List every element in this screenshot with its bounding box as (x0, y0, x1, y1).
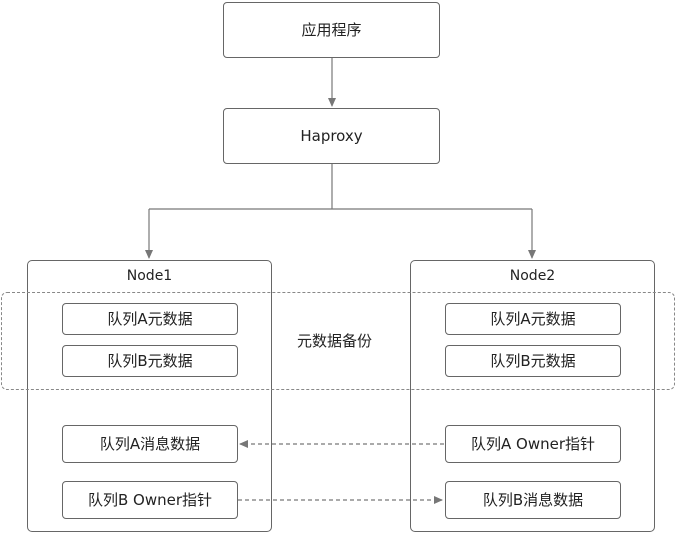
node2-queue-b-meta-label: 队列B元数据 (490, 351, 576, 370)
haproxy-label: Haproxy (300, 126, 363, 145)
app-label: 应用程序 (301, 20, 362, 39)
node2-queue-a-meta-label: 队列A元数据 (490, 309, 576, 328)
node1-container: Node1 (27, 260, 272, 532)
metadata-backup-group (1, 292, 675, 390)
node2-queue-b-msg-box: 队列B消息数据 (445, 481, 621, 519)
haproxy-box: Haproxy (223, 108, 440, 164)
node1-queue-a-msg-label: 队列A消息数据 (99, 434, 201, 453)
node1-queue-a-meta-box: 队列A元数据 (62, 303, 238, 335)
node2-queue-b-msg-label: 队列B消息数据 (482, 490, 584, 509)
node1-queue-a-msg-box: 队列A消息数据 (62, 425, 238, 463)
node1-queue-b-meta-box: 队列B元数据 (62, 345, 238, 377)
node1-queue-a-meta-label: 队列A元数据 (107, 309, 193, 328)
node1-queue-b-owner-label: 队列B Owner指针 (87, 490, 213, 509)
node2-title: Node2 (509, 268, 556, 284)
node2-queue-b-meta-box: 队列B元数据 (445, 345, 621, 377)
node2-queue-a-owner-label: 队列A Owner指针 (470, 434, 595, 453)
node2-queue-a-owner-box: 队列A Owner指针 (445, 425, 621, 463)
node1-title: Node1 (126, 268, 173, 284)
node2-queue-a-meta-box: 队列A元数据 (445, 303, 621, 335)
node2-container: Node2 (410, 260, 655, 532)
node1-queue-b-owner-box: 队列B Owner指针 (62, 481, 238, 519)
haproxy-to-nodes-connector (149, 164, 532, 210)
node1-queue-b-meta-label: 队列B元数据 (107, 351, 193, 370)
metadata-backup-label: 元数据备份 (297, 332, 373, 350)
app-box: 应用程序 (223, 2, 440, 58)
